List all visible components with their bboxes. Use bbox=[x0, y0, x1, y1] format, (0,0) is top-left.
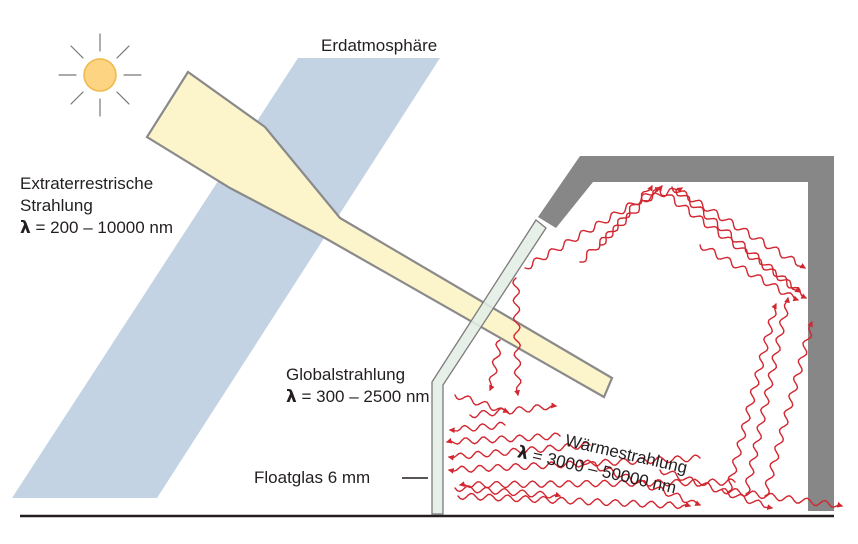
lambda-symbol: λ bbox=[286, 387, 297, 407]
global-radiation-title: Globalstrahlung bbox=[286, 365, 406, 384]
heat-ray-arrow bbox=[675, 189, 808, 299]
float-glass-label: Floatglas 6 mm bbox=[254, 468, 371, 487]
heat-ray-arrow bbox=[445, 432, 561, 445]
atmosphere-band bbox=[12, 58, 440, 498]
heat-ray-arrow bbox=[579, 459, 702, 506]
sun-icon bbox=[58, 33, 142, 117]
heat-ray-arrow bbox=[458, 478, 736, 489]
heat-ray-arrow bbox=[659, 469, 774, 510]
heat-radiation-arrows bbox=[445, 184, 844, 510]
heat-ray-arrow bbox=[454, 485, 562, 499]
heat-ray-arrow bbox=[448, 421, 506, 434]
extraterrestrial-wavelength: λ = 200 – 10000 nm bbox=[20, 217, 173, 239]
heat-ray-arrow bbox=[447, 441, 591, 461]
heat-ray-arrow bbox=[454, 394, 510, 413]
heat-ray-arrow bbox=[641, 187, 684, 203]
heat-ray-arrow bbox=[469, 402, 558, 419]
heat-ray-arrow bbox=[579, 185, 663, 263]
heat-ray-arrow bbox=[699, 244, 800, 302]
heat-ray-arrow bbox=[447, 454, 701, 474]
solar-radiation-beam bbox=[145, 70, 614, 399]
heat-ray-arrow bbox=[599, 184, 653, 246]
global-radiation-wavelength-range: = 300 – 2500 nm bbox=[296, 387, 430, 406]
heat-ray-arrow bbox=[671, 186, 806, 269]
heat-ray-arrow bbox=[512, 277, 522, 397]
heat-ray-arrow bbox=[659, 189, 801, 293]
atmosphere-label: Erdatmosphäre bbox=[321, 36, 438, 55]
greenhouse-wall bbox=[538, 156, 834, 511]
heat-ray-arrow bbox=[744, 296, 790, 495]
global-radiation-wavelength: λ = 300 – 2500 nm bbox=[286, 386, 430, 408]
float-glass-pane bbox=[431, 219, 547, 515]
heat-ray-arrow bbox=[764, 320, 813, 497]
heat-ray-arrow bbox=[488, 339, 502, 392]
lambda-symbol: λ bbox=[20, 218, 31, 238]
heat-ray-arrow bbox=[727, 302, 777, 493]
extraterrestrial-wavelength-range: = 200 – 10000 nm bbox=[30, 218, 174, 237]
heat-ray-arrow bbox=[457, 492, 692, 510]
extraterrestrial-title-line1: Extraterrestrische bbox=[20, 174, 154, 193]
global-radiation-label: Globalstrahlung λ = 300 – 2500 nm bbox=[286, 364, 430, 408]
extraterrestrial-radiation-label: Extraterrestrische Strahlung λ = 200 – 1… bbox=[20, 173, 173, 239]
extraterrestrial-title-line2: Strahlung bbox=[20, 196, 93, 215]
